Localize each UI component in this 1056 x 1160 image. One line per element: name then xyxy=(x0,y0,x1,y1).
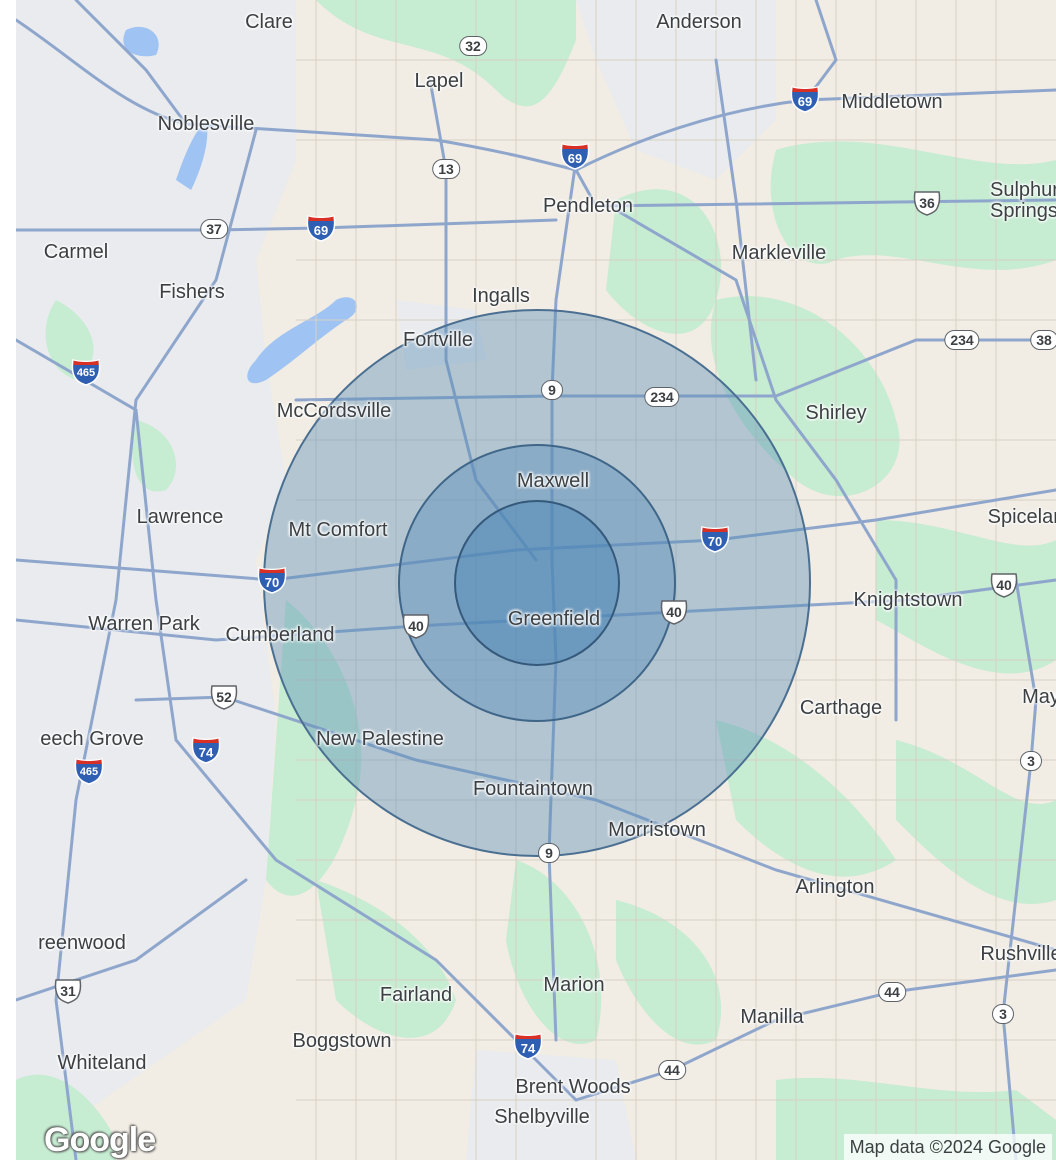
us-route-number: 52 xyxy=(216,689,232,705)
place-label-markleville: Markleville xyxy=(731,242,827,264)
state-route-shield-sr38: 38 xyxy=(1030,330,1056,350)
interstate-number: 74 xyxy=(198,745,214,760)
us-route-number: 36 xyxy=(919,195,935,211)
place-label-morristown: Morristown xyxy=(608,819,706,841)
interstate-shield-i69-ne: 69 xyxy=(790,85,820,113)
place-label-greenfield: Greenfield xyxy=(507,608,601,630)
interstate-shield-i70-e: 70 xyxy=(700,525,730,553)
state-route-shield-sr44: 44 xyxy=(658,1060,686,1080)
place-label-fountaintown: Fountaintown xyxy=(472,778,594,800)
interstate-number: 69 xyxy=(797,94,813,109)
us-route-number: 40 xyxy=(996,577,1012,593)
interstate-number: 69 xyxy=(567,151,583,166)
place-label-new-palestine: New Palestine xyxy=(316,728,444,750)
google-logo: Google xyxy=(44,1121,156,1159)
state-route-shield-sr44-e: 44 xyxy=(878,982,906,1002)
place-label-arlington: Arlington xyxy=(795,876,875,898)
state-route-shield-sr3-n: 3 xyxy=(1020,751,1042,771)
us-route-number: 40 xyxy=(408,618,424,634)
place-label-greenwood: reenwood xyxy=(38,932,126,954)
us-route-number: 31 xyxy=(60,983,76,999)
place-label-carmel: Carmel xyxy=(43,241,109,263)
urban-areas xyxy=(16,0,776,1160)
place-label-fairland: Fairland xyxy=(379,984,453,1006)
interstate-number: 70 xyxy=(264,575,280,590)
state-route-shield-sr13: 13 xyxy=(432,159,460,179)
place-label-ingalls: Ingalls xyxy=(472,285,530,307)
us-route-number: 40 xyxy=(666,604,682,620)
water-areas xyxy=(123,26,357,384)
state-route-shield-sr9-s: 9 xyxy=(538,843,560,863)
place-label-whiteland: Whiteland xyxy=(57,1052,147,1074)
us-route-shield-us40-w: 40 xyxy=(401,613,431,639)
place-label-clare: Clare xyxy=(245,11,293,33)
place-label-knightstown: Knightstown xyxy=(853,589,963,611)
ring-inner xyxy=(454,500,620,666)
interstate-number: 74 xyxy=(520,1041,536,1056)
interstate-shield-i70-w: 70 xyxy=(257,566,287,594)
place-label-anderson: Anderson xyxy=(656,11,742,33)
place-label-lapel: Lapel xyxy=(414,70,464,92)
interstate-number: 465 xyxy=(79,766,99,778)
map-attribution[interactable]: Map data ©2024 Google xyxy=(843,1134,1052,1160)
state-route-shield-sr3-s: 3 xyxy=(992,1004,1014,1024)
place-label-sulphur-springs: Sulphur Springs xyxy=(990,179,1056,222)
state-route-shield-sr234-e: 234 xyxy=(944,330,980,350)
place-label-carthage: Carthage xyxy=(799,697,883,719)
place-label-mays: Mays xyxy=(1022,686,1056,708)
interstate-shield-i465-s: 465 xyxy=(74,757,104,785)
place-label-lawrence: Lawrence xyxy=(136,506,224,528)
place-label-shirley: Shirley xyxy=(805,402,867,424)
roads xyxy=(16,0,1056,1160)
interstate-shield-i74-s: 74 xyxy=(513,1032,543,1060)
place-label-shelbyville: Shelbyville xyxy=(494,1106,590,1128)
place-label-boggstown: Boggstown xyxy=(292,1030,392,1052)
us-route-shield-us31: 31 xyxy=(53,978,83,1004)
place-label-maxwell: Maxwell xyxy=(516,470,590,492)
interstate-number: 69 xyxy=(313,223,329,238)
interstate-shield-i69-c: 69 xyxy=(560,142,590,170)
place-label-pendleton: Pendleton xyxy=(542,195,634,217)
place-label-fishers: Fishers xyxy=(159,281,225,303)
place-label-middletown: Middletown xyxy=(841,91,943,113)
us-route-shield-us36: 36 xyxy=(912,190,942,216)
place-label-brent-woods: Brent Woods xyxy=(515,1076,631,1098)
interstate-number: 70 xyxy=(707,534,723,549)
state-route-shield-sr32: 32 xyxy=(459,36,487,56)
place-label-noblesville: Noblesville xyxy=(157,113,255,135)
place-label-beech-grove: eech Grove xyxy=(40,728,144,750)
interstate-shield-i69-w: 69 xyxy=(306,214,336,242)
state-route-shield-sr234: 234 xyxy=(644,387,680,407)
radius-rings xyxy=(263,309,811,857)
interstate-shield-i465-n: 465 xyxy=(71,358,101,386)
place-label-manilla: Manilla xyxy=(740,1006,804,1028)
ring-middle xyxy=(398,444,676,722)
place-label-spiceland: Spicelan xyxy=(987,506,1056,528)
us-route-shield-us40-e: 40 xyxy=(989,572,1019,598)
us-route-shield-us40-c: 40 xyxy=(659,599,689,625)
place-label-mccordsville: McCordsville xyxy=(276,400,392,422)
grid-lines xyxy=(296,0,1056,1160)
place-label-marion: Marion xyxy=(543,974,605,996)
interstate-shield-i74-n: 74 xyxy=(191,736,221,764)
place-label-warren-park: Warren Park xyxy=(88,613,200,635)
place-label-mt-comfort: Mt Comfort xyxy=(288,519,388,541)
us-route-shield-us52: 52 xyxy=(209,684,239,710)
place-label-cumberland: Cumberland xyxy=(225,624,335,646)
state-route-shield-sr37: 37 xyxy=(200,219,228,239)
place-label-rushville: Rushville xyxy=(980,943,1056,965)
state-route-shield-sr9-n: 9 xyxy=(541,380,563,400)
interstate-number: 465 xyxy=(76,367,96,379)
place-label-fortville: Fortville xyxy=(402,329,474,351)
map-base xyxy=(16,0,1056,1160)
